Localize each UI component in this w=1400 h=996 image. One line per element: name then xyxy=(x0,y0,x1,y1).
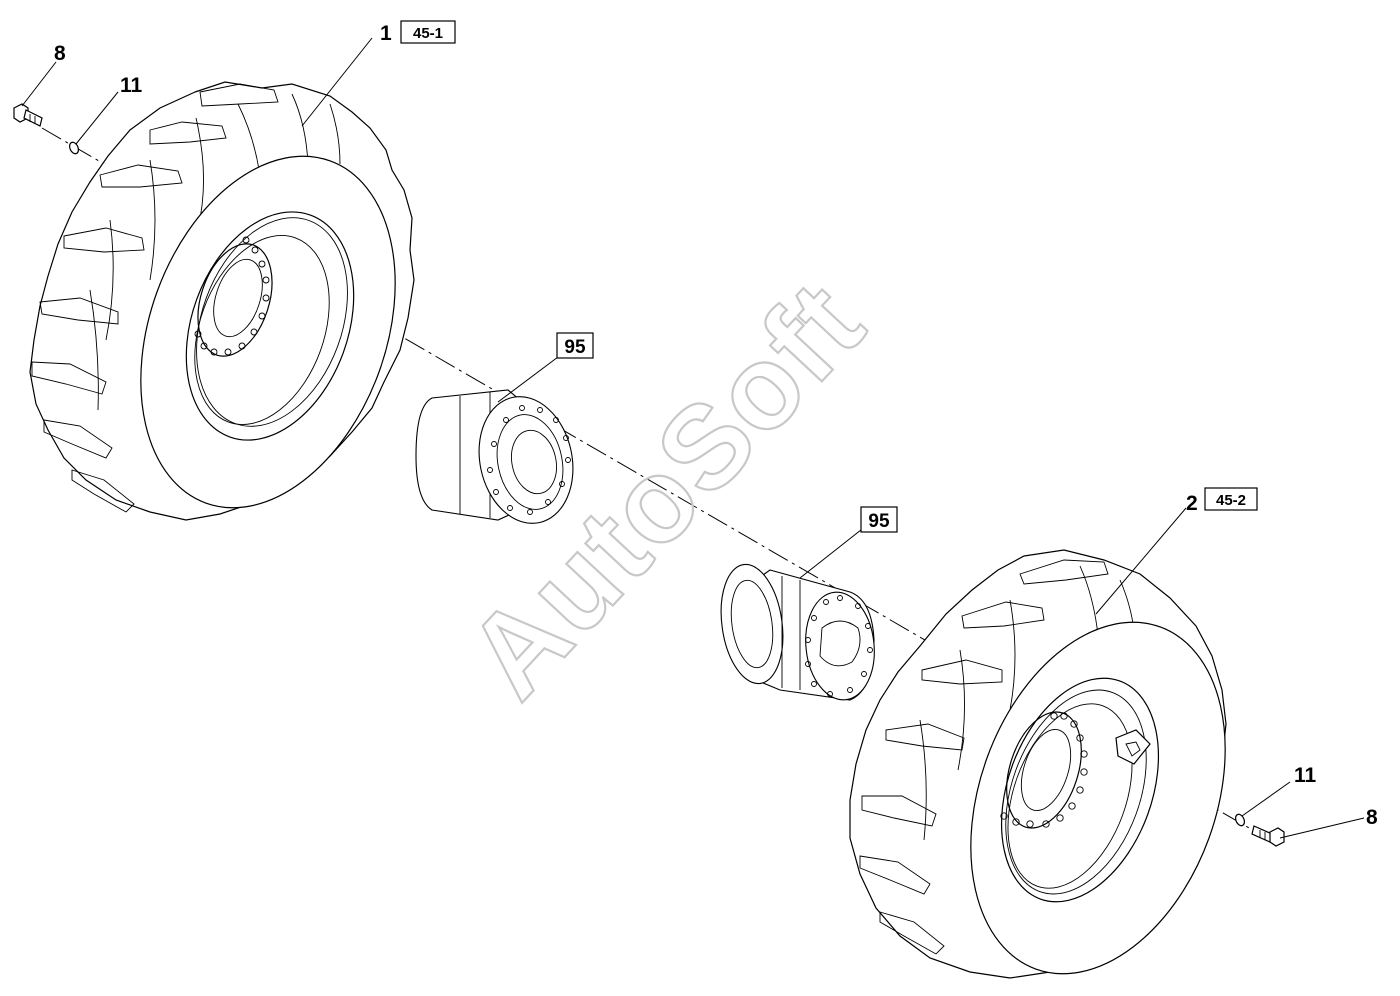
leader-wheel-right xyxy=(1095,507,1187,615)
bolt-holes-left xyxy=(194,236,270,356)
hub-right-studs xyxy=(805,595,873,697)
callout-washer-left: 11 xyxy=(120,74,143,97)
bolt-left xyxy=(13,103,43,127)
valve-stem-right xyxy=(1115,729,1151,765)
wheel-left xyxy=(29,81,415,521)
tire-left-sidewall xyxy=(140,155,396,509)
ref-wheel-left: 45-1 xyxy=(413,25,443,42)
wheel-disc-left xyxy=(197,243,273,357)
hub-left xyxy=(415,389,574,524)
callout-bolt-left: 8 xyxy=(54,42,66,65)
box-hub-right xyxy=(860,506,898,533)
hub-left-studs xyxy=(487,405,571,515)
callout-wheel-left: 1 xyxy=(380,22,392,45)
rim-left xyxy=(185,211,355,441)
hub-right-end-face xyxy=(805,591,875,701)
leader-wheel-left xyxy=(301,37,373,127)
callout-hub-right: 95 xyxy=(868,511,890,532)
bolt-holes-right xyxy=(1000,712,1088,828)
callout-wheel-right: 2 xyxy=(1186,492,1198,515)
tire-right-sidewall xyxy=(970,621,1226,975)
leader-washer-left xyxy=(75,91,119,145)
ref-wheel-right: 45-2 xyxy=(1216,492,1246,509)
callout-bolt-right: 8 xyxy=(1366,806,1378,829)
washer-right xyxy=(1234,813,1246,827)
callout-washer-right: 11 xyxy=(1294,764,1317,787)
washer-left xyxy=(68,141,80,155)
bolt-right xyxy=(1251,825,1285,847)
ref-box-wheel-right xyxy=(1204,487,1258,511)
leader-hub-right xyxy=(799,525,867,579)
wheel-right xyxy=(849,549,1227,979)
rim-right xyxy=(1000,677,1160,903)
ref-box-wheel-left xyxy=(400,20,456,44)
leader-bolt-right xyxy=(1279,817,1365,839)
leader-bolt-left xyxy=(21,61,57,107)
tread-lugs-right xyxy=(859,559,1137,955)
tread-lugs-left xyxy=(31,83,341,513)
callout-hub-left: 95 xyxy=(564,337,586,358)
leader-washer-right xyxy=(1241,781,1291,817)
box-hub-left xyxy=(556,332,594,359)
leader-hub-left xyxy=(497,353,563,403)
hub-right xyxy=(720,563,875,701)
